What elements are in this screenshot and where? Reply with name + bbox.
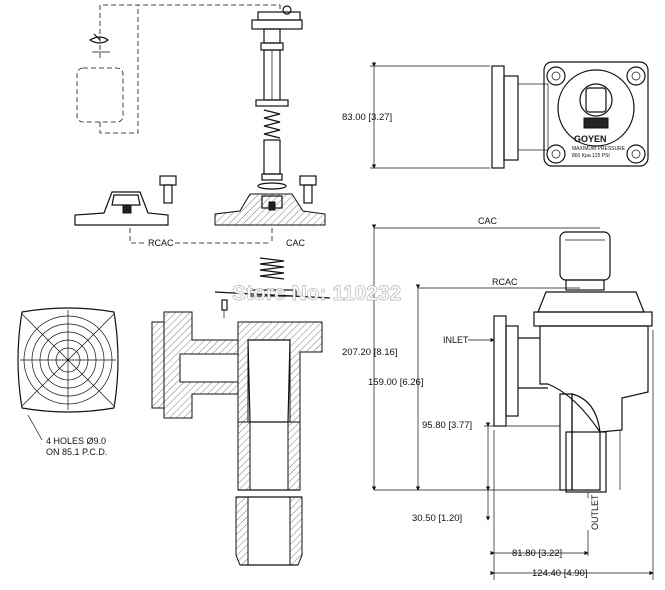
plunger (263, 139, 281, 175)
retaining-clip (88, 33, 110, 44)
bonnet (537, 291, 645, 313)
pressure-values-label: 860 Kpa 125 PSI (572, 153, 610, 159)
outlet-label: OUTLET (590, 494, 600, 530)
top-view-flange (491, 65, 505, 169)
side-inlet-flange (493, 315, 507, 427)
dashed-leader-top (99, 4, 281, 58)
dim-height-top: 83.00 [3.27] (342, 112, 392, 123)
holes-note-line1: 4 HOLES Ø9.0 (46, 436, 106, 446)
diaphragm (214, 291, 331, 299)
inlet-label: INLET (443, 335, 469, 345)
holes-note-line2: ON 85.1 P.C.D. (46, 447, 107, 457)
outlet-fitting (235, 496, 249, 566)
side-outlet (565, 431, 607, 493)
dim-bottom-height: 30.50 [1.20] (412, 513, 462, 524)
valve-body-section (151, 311, 323, 566)
coil-outline (76, 67, 124, 123)
cac-dim-label: CAC (478, 216, 498, 226)
side-body (539, 325, 649, 433)
pilot-body (543, 61, 649, 167)
dim-inlet-height: 159.00 [6.26] (368, 377, 423, 388)
rcac-cover (74, 191, 169, 226)
store-watermark: Store No: 110232 (232, 282, 401, 305)
bolt-right (299, 175, 317, 186)
rcac-dim-label: RCAC (492, 277, 518, 287)
rcac-label: RCAC (148, 238, 174, 248)
coil-housing (559, 231, 611, 281)
dashed-leader-side (99, 5, 139, 134)
side-view: CAC RCAC INLET OUTLET 207.20 [8.16] 159.… (342, 216, 654, 580)
exploded-view: RCAC CAC (17, 4, 331, 566)
plunger-spring (263, 109, 281, 139)
top-screw-head (257, 11, 301, 21)
flange-face-view: 4 HOLES Ø9.0 ON 85.1 P.C.D. (17, 307, 119, 457)
diaphragm-spring (259, 257, 285, 280)
dim-width-outlet: 81.80 [3.22] (512, 548, 562, 559)
dim-overall-width: 124.40 [4.90] (532, 568, 587, 579)
dim-mid-height: 95.80 [3.77] (422, 420, 472, 431)
max-pressure-label: MAXIMUM PRESSURE (572, 146, 626, 152)
brand-label: GOYEN (574, 134, 607, 144)
bolt-left (159, 175, 177, 186)
cac-label: CAC (286, 238, 306, 248)
dim-overall-height: 207.20 [8.16] (342, 347, 397, 358)
inlet-flange-plate (151, 321, 165, 409)
top-view: GOYEN MAXIMUM PRESSURE 860 Kpa 125 PSI 8… (342, 61, 649, 169)
